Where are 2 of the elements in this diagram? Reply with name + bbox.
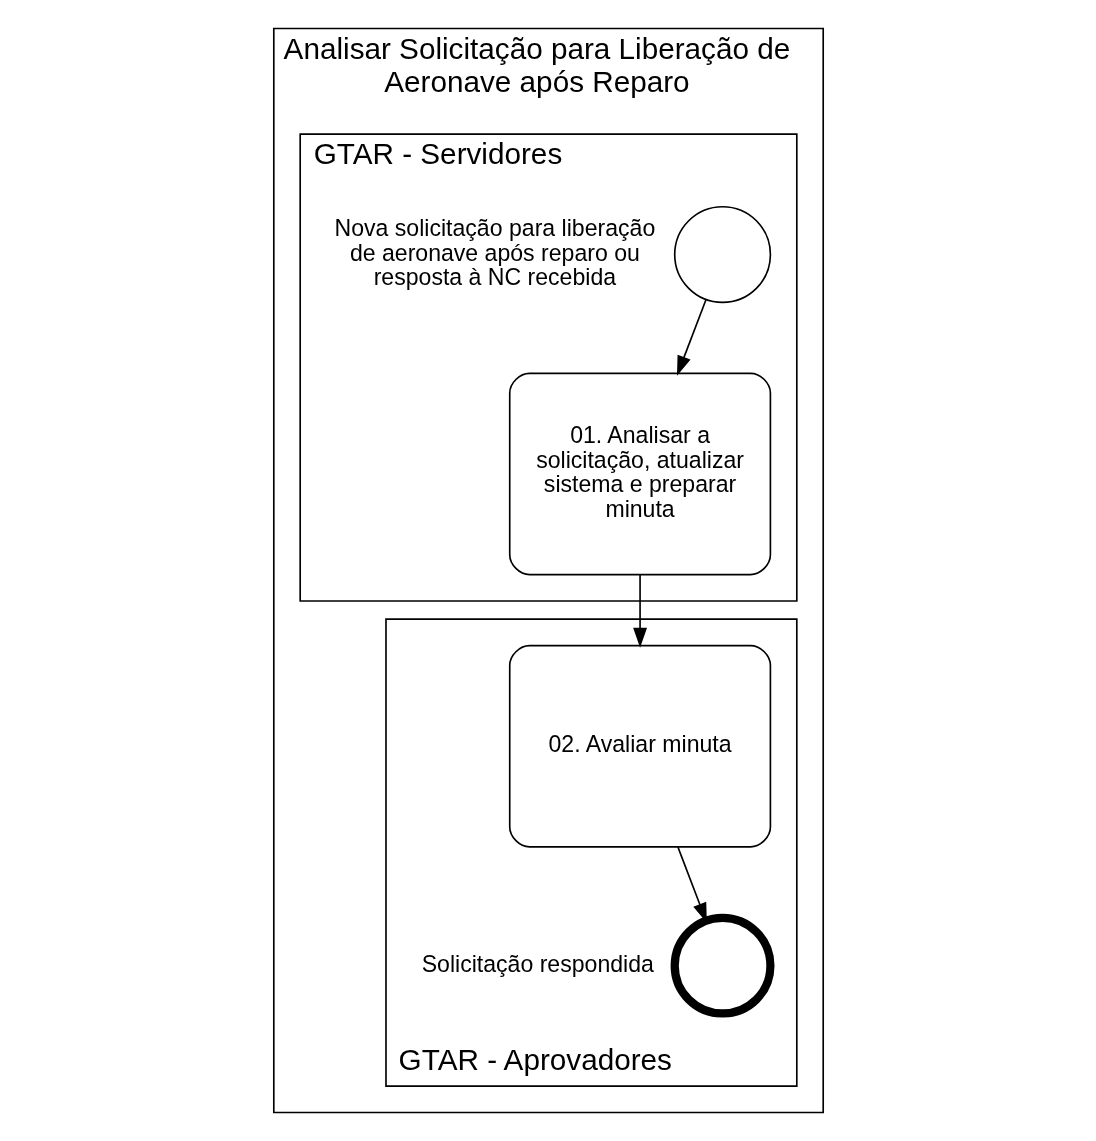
node-label: Nova solicitação para liberação de aeronave após reparo ou resposta à NC recebida — [334, 214, 655, 291]
node-label: Solicitação respondida — [421, 950, 654, 977]
